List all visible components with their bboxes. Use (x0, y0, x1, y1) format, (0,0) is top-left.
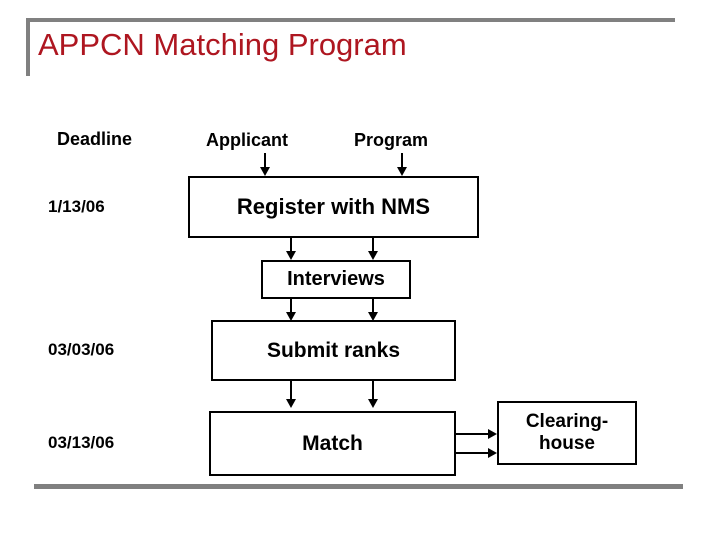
deadline-label-2: 03/03/06 (48, 340, 115, 359)
connector-interviews-to-submit-left-arrow (286, 312, 296, 321)
connector-submit-to-match-left-arrow (286, 399, 296, 408)
page-title: APPCN Matching Program (38, 27, 407, 62)
connector-register-to-interviews-left-arrow (286, 251, 296, 260)
connector-interviews-to-submit-left-line (290, 299, 292, 317)
step-box-register-with-nms[interactable]: Register with NMS (188, 176, 479, 238)
connector-interviews-to-submit-right-line (372, 299, 374, 317)
connector-submit-to-match-right-line (372, 381, 374, 403)
column-header-program: Program (354, 130, 429, 150)
connector-applicant-to-register-line (264, 153, 266, 173)
connector-match-to-clearinghouse-lower-arrow (488, 448, 497, 458)
connector-match-to-clearinghouse-lower-line (456, 452, 490, 454)
column-header-applicant: Applicant (206, 130, 289, 150)
connector-register-to-interviews-right-arrow (368, 251, 378, 260)
connector-program-to-register-line (401, 153, 403, 173)
step-box-submit-ranks[interactable]: Submit ranks (211, 320, 456, 381)
connector-submit-to-match-left-line (290, 381, 292, 403)
outcome-box-clearinghouse[interactable]: Clearing- house (497, 401, 637, 465)
connector-program-to-register-arrow (397, 167, 407, 176)
connector-register-to-interviews-right-line (372, 238, 374, 256)
step-box-match[interactable]: Match (209, 411, 456, 476)
footer-rule (34, 484, 683, 489)
deadline-label-3: 03/13/06 (48, 433, 115, 452)
title-rule-top (26, 18, 675, 22)
connector-submit-to-match-right-arrow (368, 399, 378, 408)
step-box-interviews[interactable]: Interviews (261, 260, 411, 299)
connector-interviews-to-submit-right-arrow (368, 312, 378, 321)
connector-register-to-interviews-left-line (290, 238, 292, 256)
connector-match-to-clearinghouse-upper-arrow (488, 429, 497, 439)
title-rule-left (26, 18, 30, 76)
connector-match-to-clearinghouse-upper-line (456, 433, 490, 435)
clearinghouse-label-line2: house (539, 433, 595, 454)
clearinghouse-label-line1: Clearing- (525, 411, 609, 433)
connector-applicant-to-register-arrow (260, 167, 270, 176)
deadline-label-1: 1/13/06 (48, 197, 105, 216)
column-header-deadline: Deadline (57, 129, 133, 149)
